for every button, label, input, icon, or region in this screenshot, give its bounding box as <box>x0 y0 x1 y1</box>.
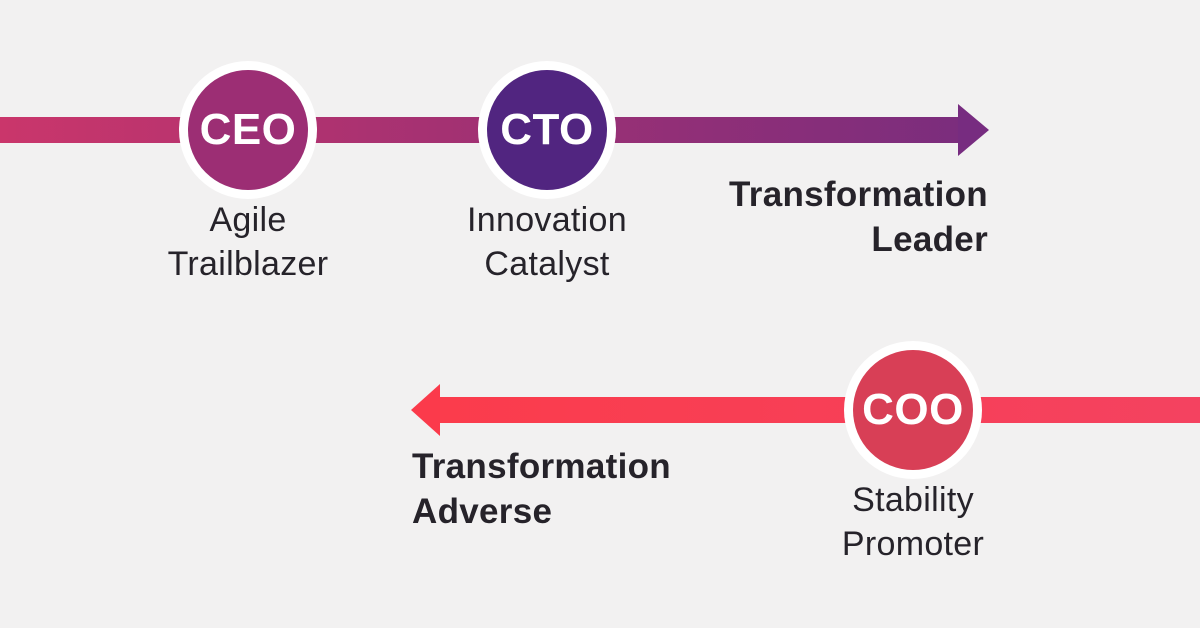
bottom-flow-label-line2: Adverse <box>412 492 553 531</box>
coo-descriptor-line2: Promoter <box>841 525 985 563</box>
ceo-circle: CEO <box>188 70 308 190</box>
cto-descriptor-line1: Innovation <box>467 201 627 239</box>
coo-descriptor-line1: Stability <box>852 481 974 519</box>
top-flow-label: Transformation Leader <box>638 172 988 262</box>
coo-descriptor: Stability Promoter <box>763 478 1063 566</box>
node-ceo: CEO <box>179 61 317 199</box>
coo-circle: COO <box>853 350 973 470</box>
top-flow-label-line1: Transformation <box>729 175 988 214</box>
node-cto: CTO <box>478 61 616 199</box>
ceo-descriptor-line2: Trailblazer <box>167 245 329 283</box>
node-coo: COO <box>844 341 982 479</box>
top-flow-label-line2: Leader <box>871 220 988 259</box>
cto-circle: CTO <box>487 70 607 190</box>
bottom-flow-label-line1: Transformation <box>412 447 671 486</box>
arrow-head-right-icon <box>958 104 989 156</box>
cto-descriptor: Innovation Catalyst <box>397 198 697 286</box>
ceo-role-label: CEO <box>199 105 297 154</box>
arrow-head-left-icon <box>411 384 440 436</box>
coo-role-label: COO <box>862 385 964 434</box>
bottom-arrow-shaft <box>438 397 1200 423</box>
ceo-descriptor: Agile Trailblazer <box>98 198 398 286</box>
ceo-descriptor-line1: Agile <box>209 201 287 239</box>
bottom-flow-label: Transformation Adverse <box>412 444 832 534</box>
cto-descriptor-line2: Catalyst <box>484 245 610 283</box>
cto-role-label: CTO <box>500 105 594 154</box>
